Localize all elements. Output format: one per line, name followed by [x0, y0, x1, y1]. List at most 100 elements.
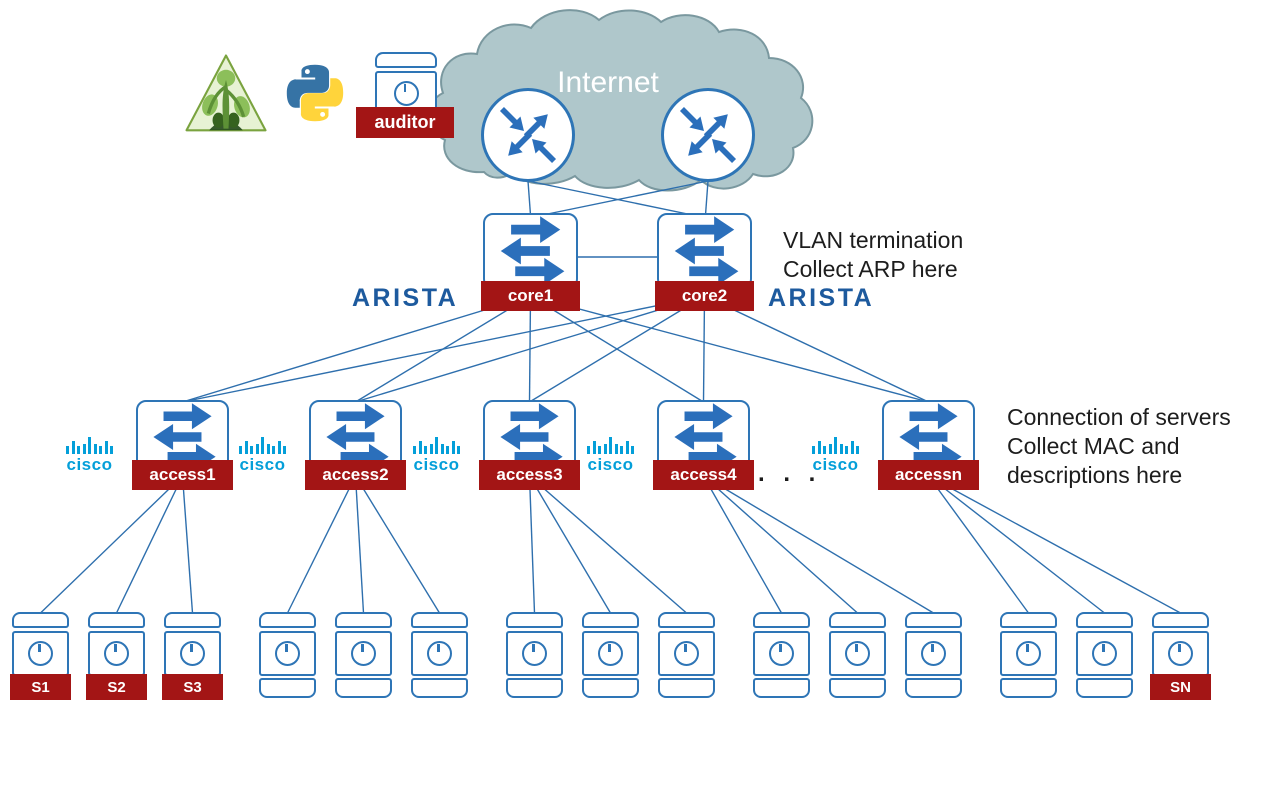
- arista-wordmark-left: ARISTA: [352, 284, 459, 312]
- server-mid-panel: [12, 630, 69, 676]
- server-mid-panel: [658, 630, 715, 676]
- power-dial-icon: [921, 640, 946, 666]
- power-dial-icon: [104, 640, 129, 666]
- power-dial-icon: [275, 640, 300, 666]
- server-mid-panel: [829, 630, 886, 676]
- server-mid-panel: [411, 630, 468, 676]
- server-top-panel: [88, 612, 145, 628]
- server-bottom-panel: [335, 678, 392, 698]
- annotation-servers-line3: descriptions here: [1007, 462, 1183, 488]
- server-top-panel: [1152, 612, 1209, 628]
- cisco-logo: cisco: [577, 435, 645, 479]
- server-top-panel: [582, 612, 639, 628]
- core-switch-core1: [483, 213, 578, 289]
- cisco-wordmark: cisco: [587, 455, 634, 474]
- cisco-bars-icon: [403, 435, 471, 454]
- power-dial-icon: [845, 640, 870, 666]
- power-dial-icon: [522, 640, 547, 666]
- link-line: [527, 180, 532, 216]
- server-mid-panel: [1152, 630, 1209, 676]
- cisco-wordmark: cisco: [413, 455, 460, 474]
- server-top-panel: [753, 612, 810, 628]
- link-line: [528, 475, 536, 614]
- power-dial-icon: [1092, 640, 1117, 666]
- annotation-servers-line1: Connection of servers: [1007, 404, 1231, 430]
- router-arrows-icon: [679, 106, 737, 164]
- server-mid-panel: [905, 630, 962, 676]
- core-switch-label: core1: [481, 281, 580, 311]
- server-mid-panel: [259, 630, 316, 676]
- cisco-wordmark: cisco: [239, 455, 286, 474]
- nornir-logo: [185, 54, 267, 132]
- internet-label: Internet: [557, 66, 659, 99]
- power-dial-icon: [28, 640, 53, 666]
- server-mid-panel: [1000, 630, 1057, 676]
- access-switch-label: access2: [305, 460, 406, 490]
- link-line: [928, 475, 1181, 614]
- server-bottom-panel: [411, 678, 468, 698]
- python-logo: [286, 64, 344, 122]
- power-dial-icon: [674, 640, 699, 666]
- annotation-vlan-line1: VLAN termination: [783, 227, 964, 253]
- cisco-logo: cisco: [802, 435, 870, 479]
- power-dial-icon: [351, 640, 376, 666]
- power-dial-icon: [769, 640, 794, 666]
- server-icon: [582, 612, 639, 700]
- server-top-panel: [411, 612, 468, 628]
- server-bottom-panel: [1076, 678, 1133, 698]
- power-dial-icon: [1016, 640, 1041, 666]
- server-top-panel: [658, 612, 715, 628]
- server-mid-panel: [506, 630, 563, 676]
- internet-cloud: [428, 9, 814, 192]
- server-icon: [411, 612, 468, 700]
- link-line: [528, 475, 612, 614]
- link-line: [40, 475, 183, 614]
- annotation-servers: Connection of servers Collect MAC and de…: [1007, 403, 1231, 490]
- server-top-panel: [375, 52, 437, 68]
- cisco-logo: cisco: [403, 435, 471, 479]
- cisco-bars-icon: [56, 435, 124, 454]
- link-line: [703, 475, 934, 614]
- router-arrows-icon: [499, 106, 557, 164]
- link-line: [927, 475, 1030, 614]
- server-icon: [506, 612, 563, 700]
- server-top-panel: [506, 612, 563, 628]
- power-dial-icon: [1168, 640, 1193, 666]
- server-mid-panel: [164, 630, 221, 676]
- link-line: [703, 475, 858, 614]
- server-bottom-panel: [506, 678, 563, 698]
- cisco-bars-icon: [802, 435, 870, 454]
- link-line: [702, 295, 706, 403]
- access-switch-label: access1: [132, 460, 233, 490]
- core-switch-label: core2: [655, 281, 754, 311]
- link-line: [530, 295, 929, 403]
- server-bottom-panel: [829, 678, 886, 698]
- access-switch-label: access4: [653, 460, 754, 490]
- arista-wordmark-right: ARISTA: [768, 284, 875, 312]
- server-icon: [829, 612, 886, 700]
- link-line: [527, 180, 703, 218]
- link-line: [529, 295, 705, 403]
- server-mid-panel: [88, 630, 145, 676]
- core-switch-core2: [657, 213, 752, 289]
- link-line: [529, 475, 687, 614]
- link-line: [115, 475, 184, 614]
- link-line: [182, 295, 531, 403]
- cisco-logo: cisco: [229, 435, 297, 479]
- power-dial-icon: [427, 640, 452, 666]
- server-label: S1: [10, 674, 71, 700]
- link-line: [702, 475, 783, 614]
- cisco-bars-icon: [577, 435, 645, 454]
- link-line: [181, 475, 194, 614]
- server-label: SN: [1150, 674, 1211, 700]
- server-top-panel: [164, 612, 221, 628]
- server-icon: [753, 612, 810, 700]
- cisco-wordmark: cisco: [66, 455, 113, 474]
- power-dial-icon: [393, 80, 419, 106]
- server-mid-panel: [335, 630, 392, 676]
- server-mid-panel: [753, 630, 810, 676]
- server-bottom-panel: [582, 678, 639, 698]
- link-line: [355, 295, 705, 403]
- link-line: [704, 180, 709, 216]
- server-top-panel: [905, 612, 962, 628]
